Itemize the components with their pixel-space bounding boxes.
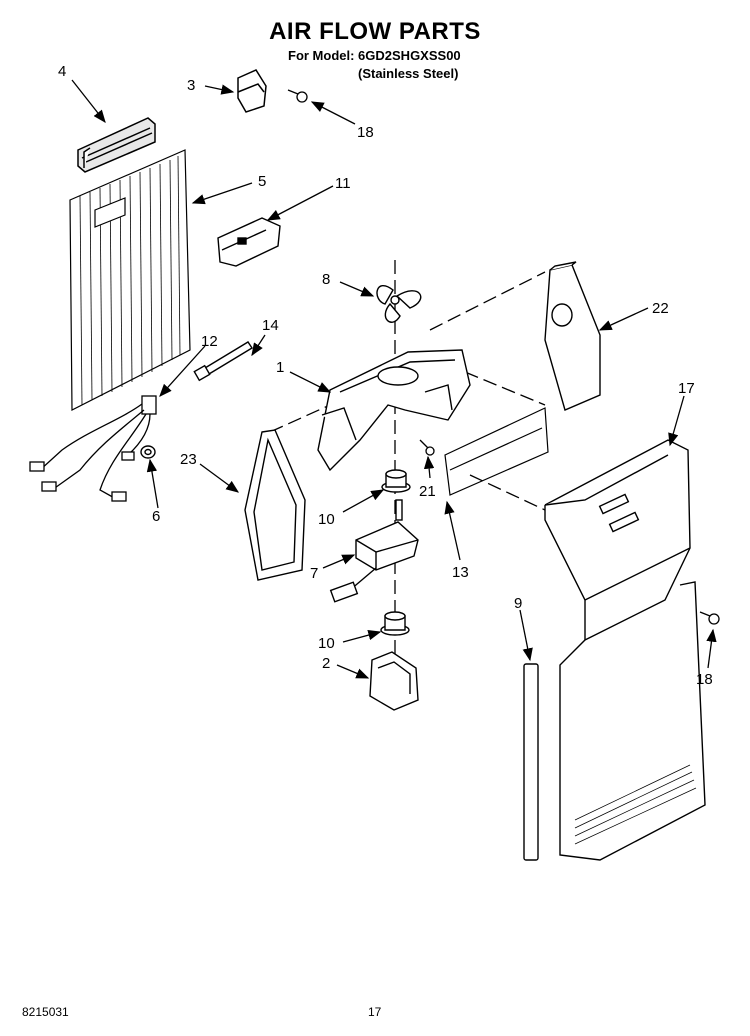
part-1-fan-housing — [317, 349, 471, 472]
callout-3: 3 — [187, 77, 195, 94]
callout-7: 7 — [310, 565, 318, 582]
callout-12: 12 — [201, 333, 218, 350]
callout-10-upper: 10 — [318, 511, 335, 528]
part-18-screw-right — [699, 611, 720, 625]
callout-11: 11 — [335, 175, 351, 192]
part-21-screw — [419, 439, 435, 456]
part-11-clip — [217, 217, 281, 267]
callout-8: 8 — [322, 271, 330, 288]
part-13-duct-seal — [444, 407, 549, 496]
model-number: For Model: 6GD2SHGXSS00 — [288, 48, 461, 63]
part-4-grille — [77, 117, 156, 173]
part-9-gasket-strip — [523, 663, 539, 861]
callout-6: 6 — [152, 508, 160, 525]
part-14-cable-tie — [193, 341, 253, 382]
part-18-screw-top — [287, 89, 308, 103]
part-10-mount-upper — [381, 469, 411, 493]
callout-labels: 4 3 18 5 11 8 22 14 12 1 17 23 21 6 10 1… — [58, 63, 713, 688]
callout-5: 5 — [258, 173, 266, 190]
part-22-side-baffle — [544, 261, 601, 411]
leader-arrows — [71, 79, 717, 679]
material-note: (Stainless Steel) — [358, 66, 459, 81]
callout-17: 17 — [678, 380, 695, 397]
callout-22: 22 — [652, 300, 669, 317]
part-3-bracket — [237, 69, 267, 113]
callout-23: 23 — [180, 451, 197, 468]
part-7-fan-motor — [329, 499, 419, 603]
callout-2: 2 — [322, 655, 330, 672]
part-10-mount-lower — [380, 611, 410, 636]
part-23-left-baffle — [244, 429, 306, 581]
part-2-motor-bracket — [369, 651, 419, 711]
page-number: 17 — [368, 1005, 382, 1019]
callout-18-top: 18 — [357, 124, 374, 141]
part-12-wire-harness — [29, 395, 157, 502]
part-17-air-duct — [544, 439, 706, 861]
part-5-evaporator-cover — [69, 149, 191, 411]
page-title: AIR FLOW PARTS — [269, 18, 481, 45]
callout-4: 4 — [58, 63, 66, 80]
callout-13: 13 — [452, 564, 469, 581]
callout-18-right: 18 — [696, 671, 713, 688]
assembly-dash-lines — [269, 260, 546, 700]
callout-14: 14 — [262, 317, 279, 334]
callout-9: 9 — [514, 595, 522, 612]
callout-10-lower: 10 — [318, 635, 335, 652]
part-8-fan-blade — [376, 285, 422, 323]
callout-21: 21 — [419, 483, 436, 500]
document-number: 8215031 — [22, 1005, 69, 1019]
part-6-grommet — [140, 445, 156, 459]
callout-1: 1 — [276, 359, 284, 376]
